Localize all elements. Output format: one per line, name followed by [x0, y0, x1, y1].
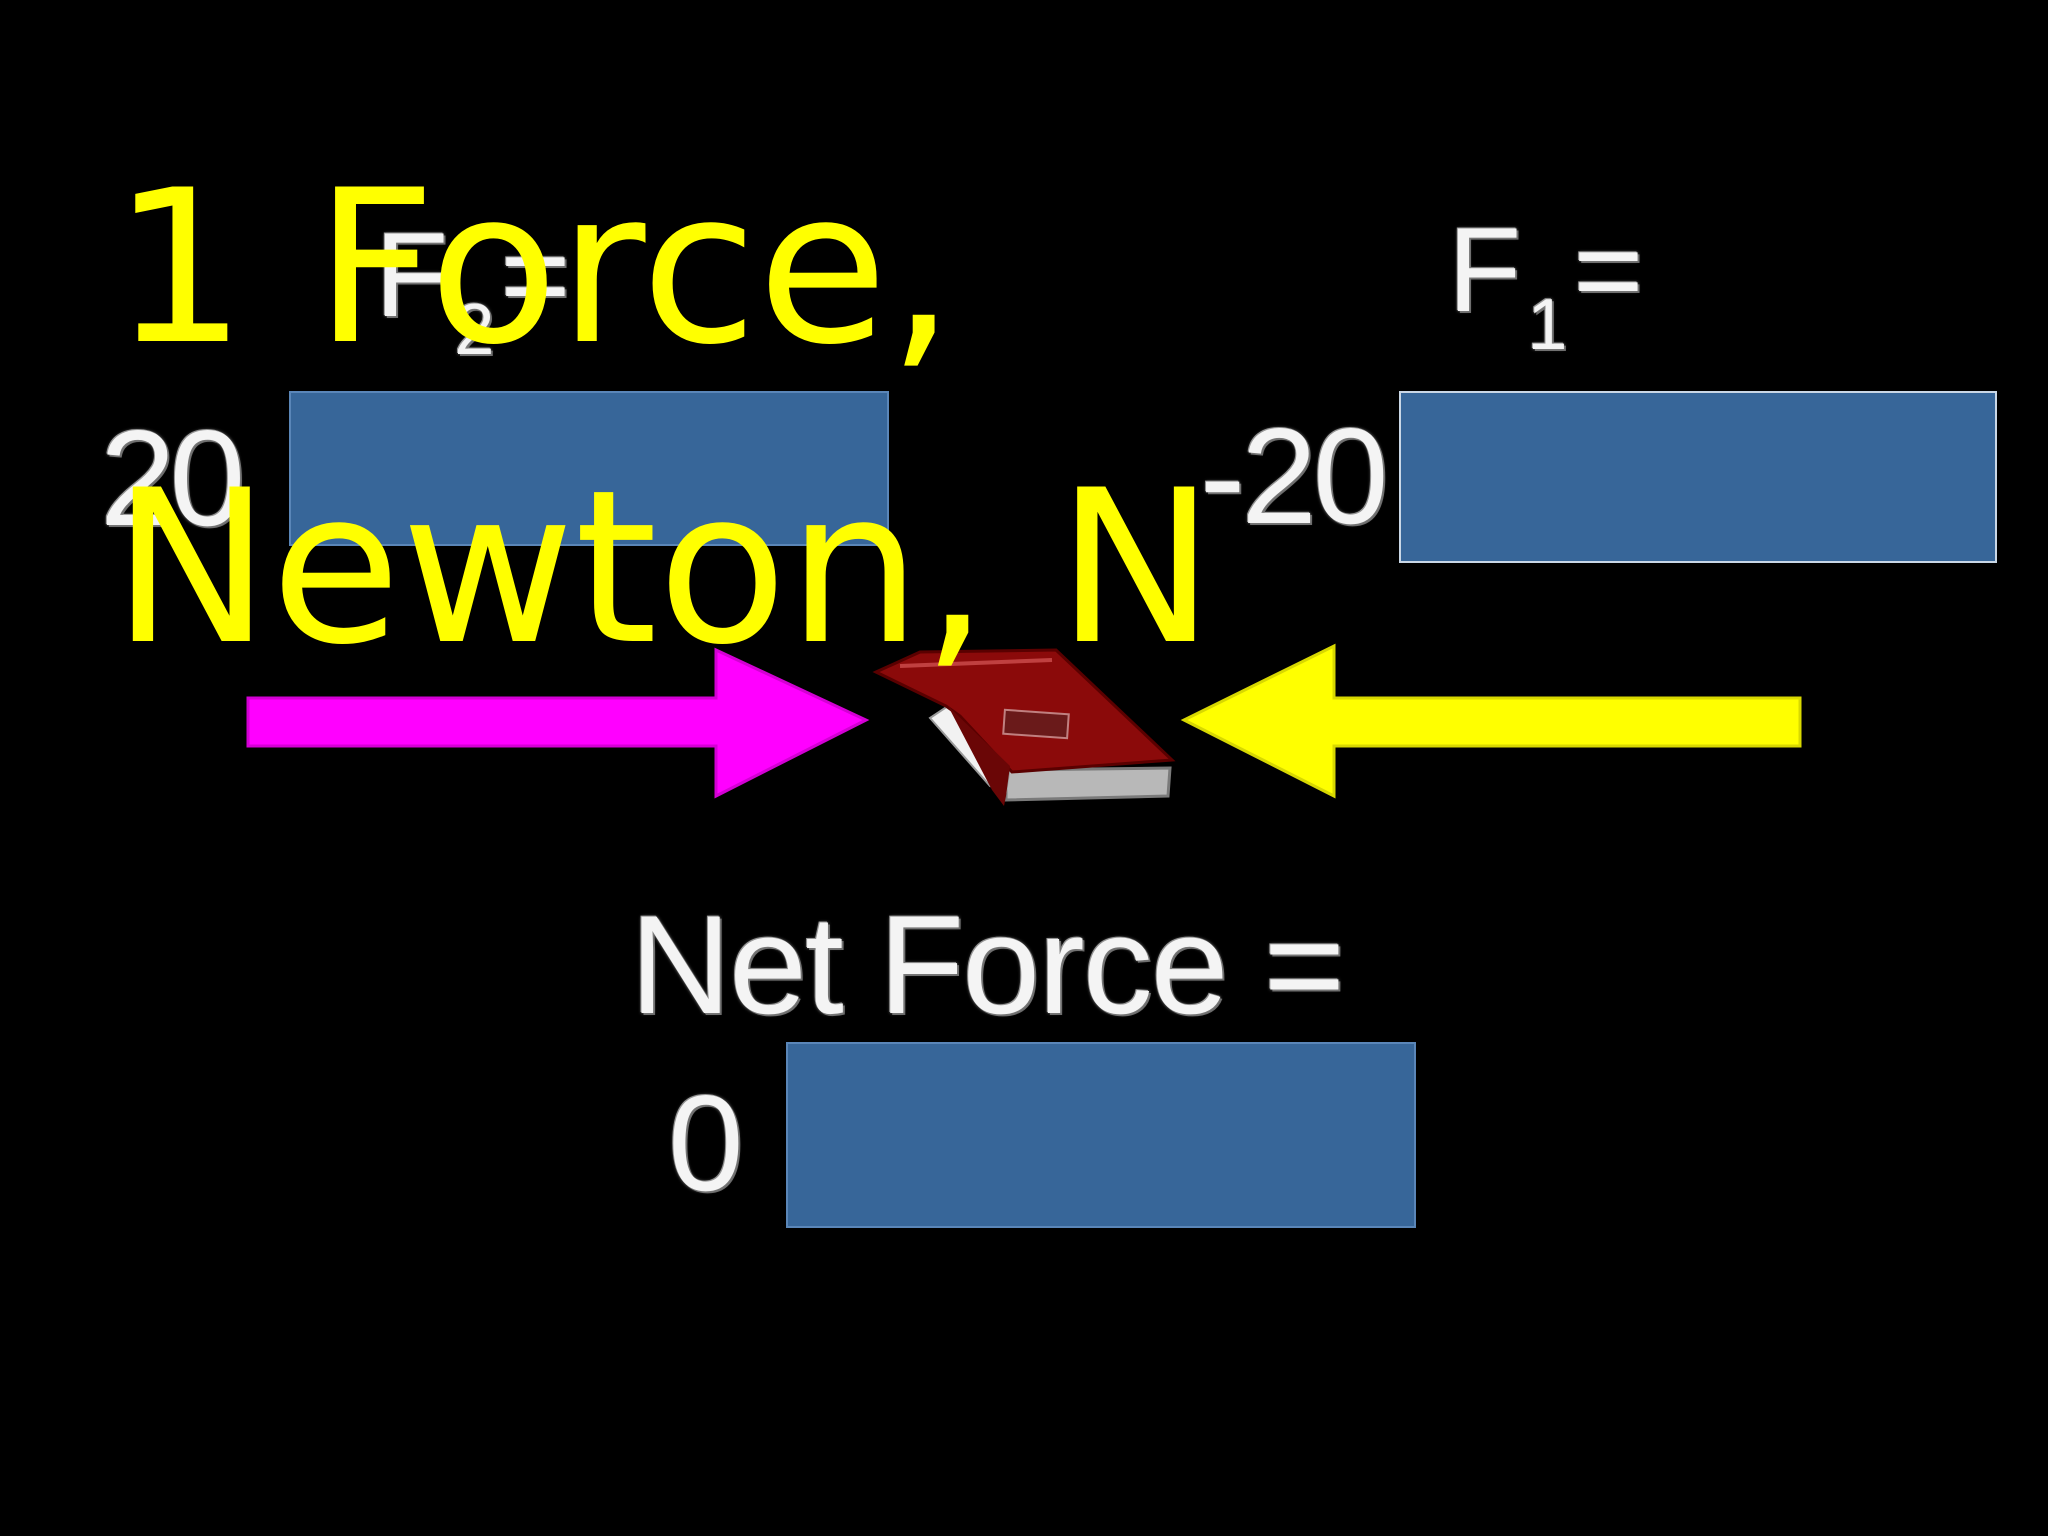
arrow-right-icon	[246, 647, 870, 799]
force-2-subscript: 2	[454, 290, 495, 370]
force-1-equals: =	[1573, 203, 1644, 337]
force-2-answer-box[interactable]	[289, 391, 889, 546]
force-2-value: 20	[100, 402, 245, 554]
slide-title: 1 Force, Newton, N	[112, 144, 1215, 691]
net-force-label: Net Force =	[630, 886, 1345, 1043]
arrow-left-icon	[1180, 643, 1802, 799]
force-1-symbol: F	[1448, 203, 1522, 337]
force-2-symbol: F	[375, 208, 449, 342]
force-2-equals: =	[500, 208, 571, 342]
force-2-label: F2=	[375, 215, 570, 366]
net-force-answer-box[interactable]	[786, 1042, 1416, 1228]
net-force-value: 0	[668, 1067, 744, 1219]
force-1-answer-box[interactable]	[1399, 391, 1997, 563]
force-1-value: -20	[1200, 400, 1389, 552]
book-icon	[872, 648, 1176, 806]
force-1-label: F1=	[1448, 210, 1643, 361]
force-1-subscript: 1	[1527, 285, 1568, 365]
